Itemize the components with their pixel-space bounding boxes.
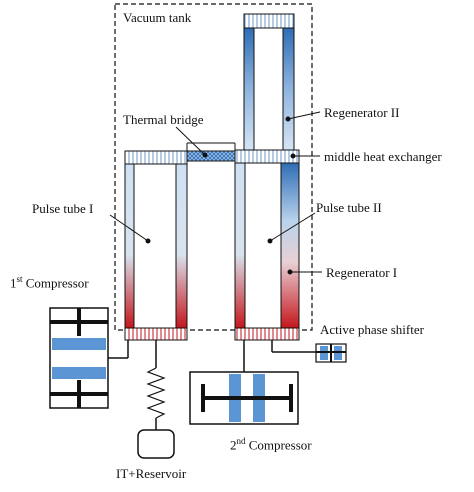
- thermal-bridge-label: Thermal bridge: [123, 112, 204, 127]
- active-phase-shifter: [271, 340, 347, 363]
- label-pointers: [109, 111, 322, 275]
- middle-heat-exchanger-label: middle heat exchanger: [324, 149, 442, 164]
- pulse-tube-2-assembly: [234, 13, 300, 341]
- vacuum-tank-boundary: [114, 3, 313, 331]
- pulse-tube-1: [124, 150, 188, 341]
- regenerator-2-label: Regenerator II: [324, 105, 400, 120]
- compressor-2-label: 2nd Compressor: [230, 436, 312, 453]
- reservoir-label: IT+Reservoir: [116, 466, 187, 481]
- compressor-2: [189, 340, 299, 425]
- pulse-tube-1-label: Pulse tube I: [32, 201, 94, 216]
- vacuum-tank-label: Vacuum tank: [123, 10, 192, 25]
- pulse-tube-2-label: Pulse tube II: [316, 200, 382, 215]
- compressor-1-label: 1st Compressor: [10, 274, 89, 291]
- thermal-bridge: [186, 150, 236, 162]
- active-phase-shifter-label: Active phase shifter: [320, 322, 424, 337]
- inertance-reservoir: [137, 340, 175, 459]
- regenerator-1-label: Regenerator I: [326, 265, 398, 280]
- compressor-1: [49, 307, 129, 409]
